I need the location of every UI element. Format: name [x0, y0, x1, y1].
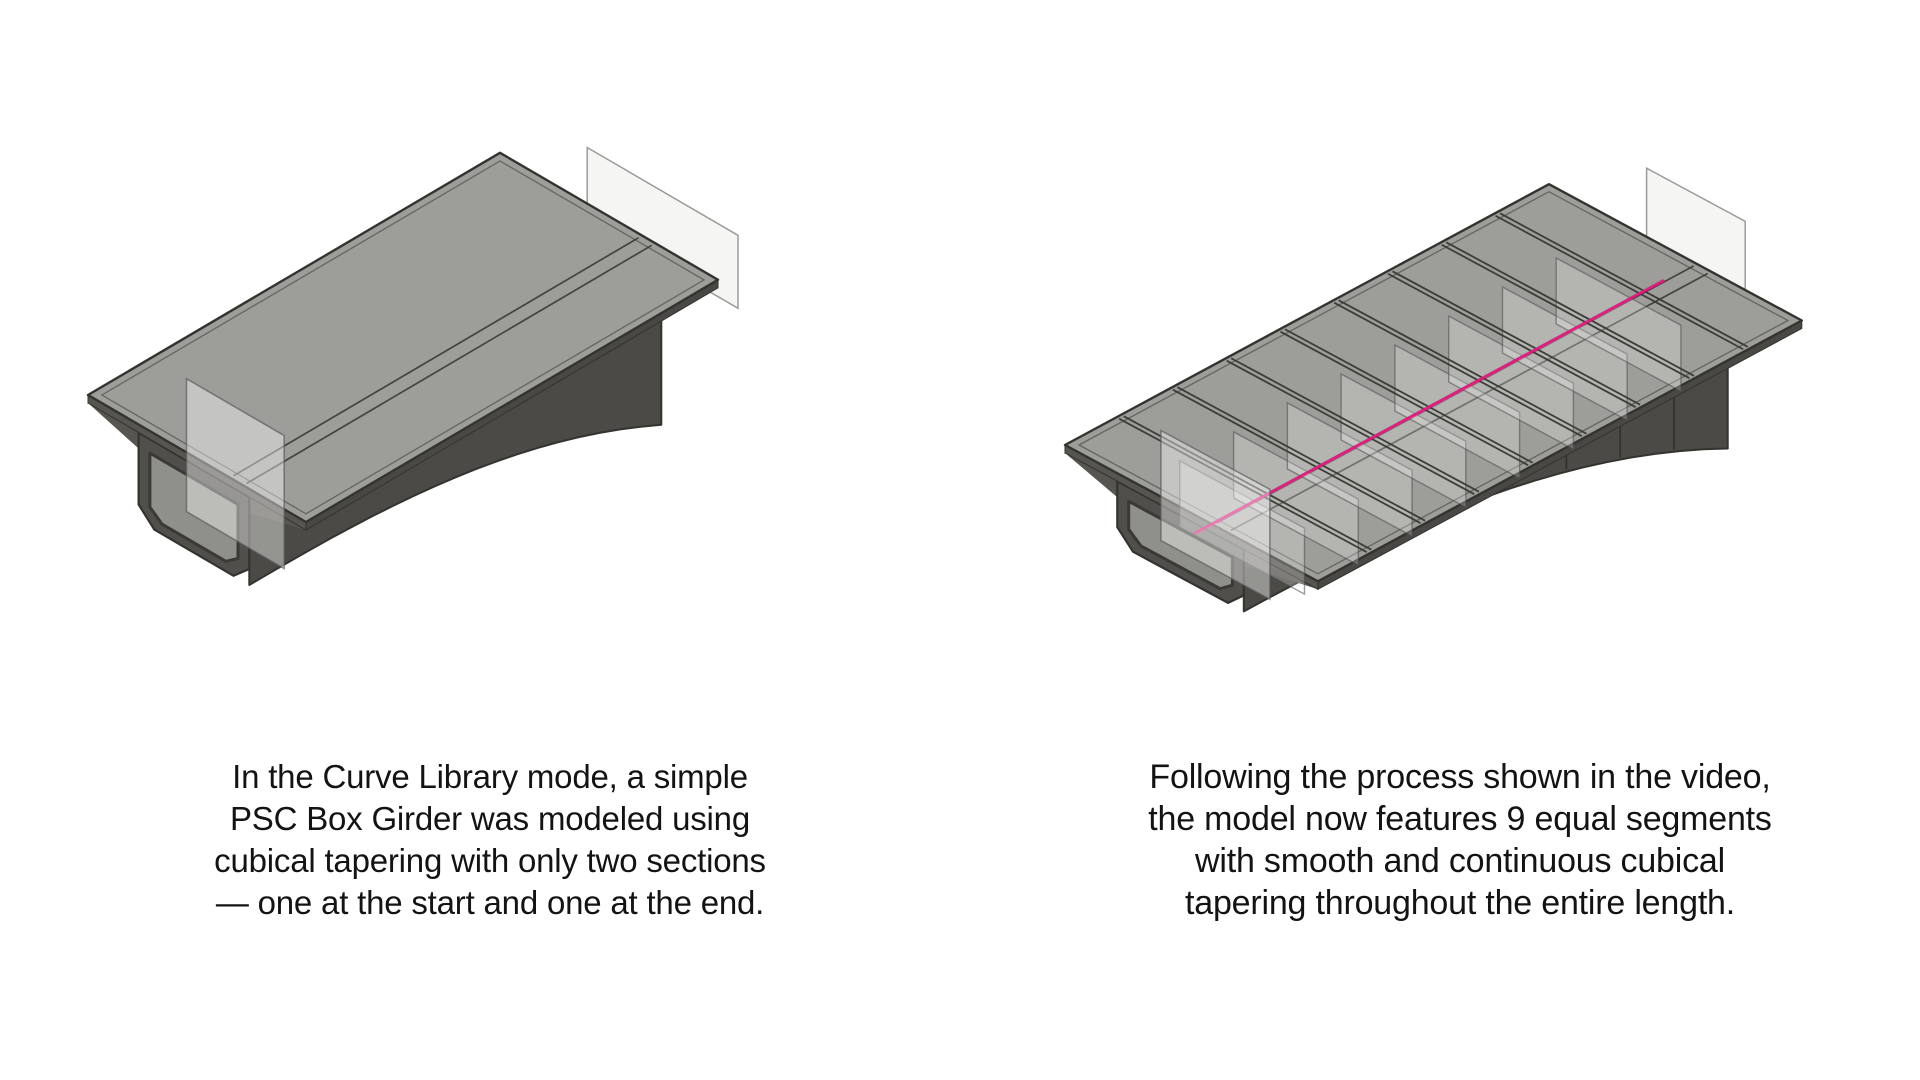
- deck-top: [1063, 182, 1804, 583]
- segment-line: [1495, 214, 1744, 351]
- segment-line: [1445, 241, 1695, 377]
- caption-line: In the Curve Library mode, a simple: [232, 758, 748, 795]
- segment-line: [1441, 243, 1690, 380]
- cantilever-soffit-left: [88, 403, 139, 449]
- caption-line: cubical tapering with only two sections: [214, 842, 766, 879]
- left-caption: In the Curve Library mode, a simple PSC …: [140, 756, 840, 924]
- segment-line: [1177, 386, 1426, 522]
- caption-line: with smooth and continuous cubical: [1195, 842, 1725, 880]
- segment-line: [1226, 359, 1475, 495]
- right-girder-figure: [1063, 166, 1804, 613]
- deck-top: [86, 151, 720, 524]
- pink-centerline: [1193, 278, 1665, 535]
- segment-line: [1499, 212, 1749, 348]
- caption-line: — one at the start and one at the end.: [215, 884, 765, 921]
- segment-line: [1172, 388, 1421, 524]
- deck-inset-outline: [100, 160, 706, 515]
- web-top-line: [1216, 265, 1695, 524]
- near-section-plane: [1160, 429, 1271, 601]
- caption-line: the model now features 9 equal segments: [1148, 800, 1772, 838]
- ghost-section-plane: [1179, 459, 1306, 596]
- left-girder-figure: [86, 146, 739, 586]
- segment-line: [1338, 299, 1587, 435]
- cell-opening: [1127, 499, 1234, 591]
- near-section-plane: [185, 377, 285, 570]
- cantilever-soffit-left: [1065, 453, 1118, 498]
- segment-line: [1280, 330, 1529, 466]
- segment-line: [1387, 272, 1637, 409]
- web-top-line: [233, 236, 640, 477]
- web-top-line: [1230, 272, 1709, 532]
- segment-line: [1333, 301, 1583, 437]
- caption-line: PSC Box Girder was modeled using: [229, 800, 750, 837]
- caption-line: tapering throughout the entire length.: [1184, 884, 1736, 922]
- segment-line: [1123, 415, 1372, 551]
- segment-line: [1392, 270, 1641, 406]
- right-caption: Following the process shown in the video…: [1040, 756, 1880, 924]
- segment-line: [1230, 357, 1480, 493]
- cell-opening: [148, 451, 240, 563]
- web-top-line: [246, 244, 653, 485]
- caption-line: Following the process shown in the video…: [1149, 758, 1771, 796]
- segment-line: [1284, 328, 1534, 464]
